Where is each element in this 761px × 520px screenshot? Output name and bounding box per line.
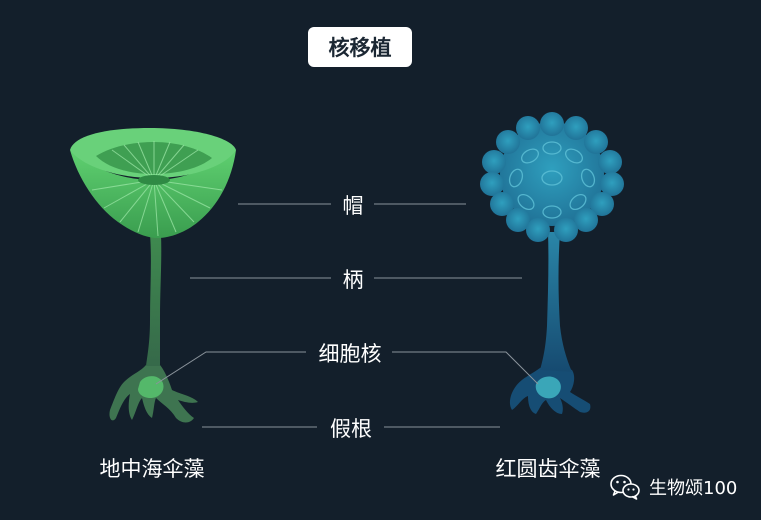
left-cap-underside bbox=[70, 150, 236, 238]
right-nucleus bbox=[535, 376, 561, 399]
nucleus-leader-left bbox=[155, 351, 306, 385]
left-cap-center bbox=[138, 175, 170, 185]
label-stalk: 柄 bbox=[342, 268, 364, 292]
left-cap-ribs bbox=[91, 141, 223, 237]
watermark: 生物颂100 bbox=[609, 470, 737, 504]
right-cap-petals bbox=[508, 141, 596, 219]
right-alga bbox=[480, 112, 624, 414]
right-cap bbox=[480, 112, 624, 242]
label-nucleus: 细胞核 bbox=[318, 342, 382, 366]
watermark-text: 生物颂100 bbox=[649, 478, 738, 499]
species-left-label: 地中海伞藻 bbox=[99, 457, 205, 481]
wechat-icon bbox=[610, 474, 640, 500]
diagram-title: 核移植 bbox=[308, 27, 412, 67]
label-cap: 帽 bbox=[342, 194, 364, 218]
nucleus-leader-right bbox=[392, 351, 539, 385]
left-nucleus bbox=[138, 376, 164, 399]
leader-lines bbox=[155, 203, 539, 428]
right-stalk bbox=[540, 232, 572, 372]
label-rhizoid: 假根 bbox=[330, 417, 372, 441]
left-stalk bbox=[146, 234, 162, 366]
species-right-label: 红圆齿伞藻 bbox=[495, 457, 601, 481]
left-alga bbox=[70, 128, 236, 423]
